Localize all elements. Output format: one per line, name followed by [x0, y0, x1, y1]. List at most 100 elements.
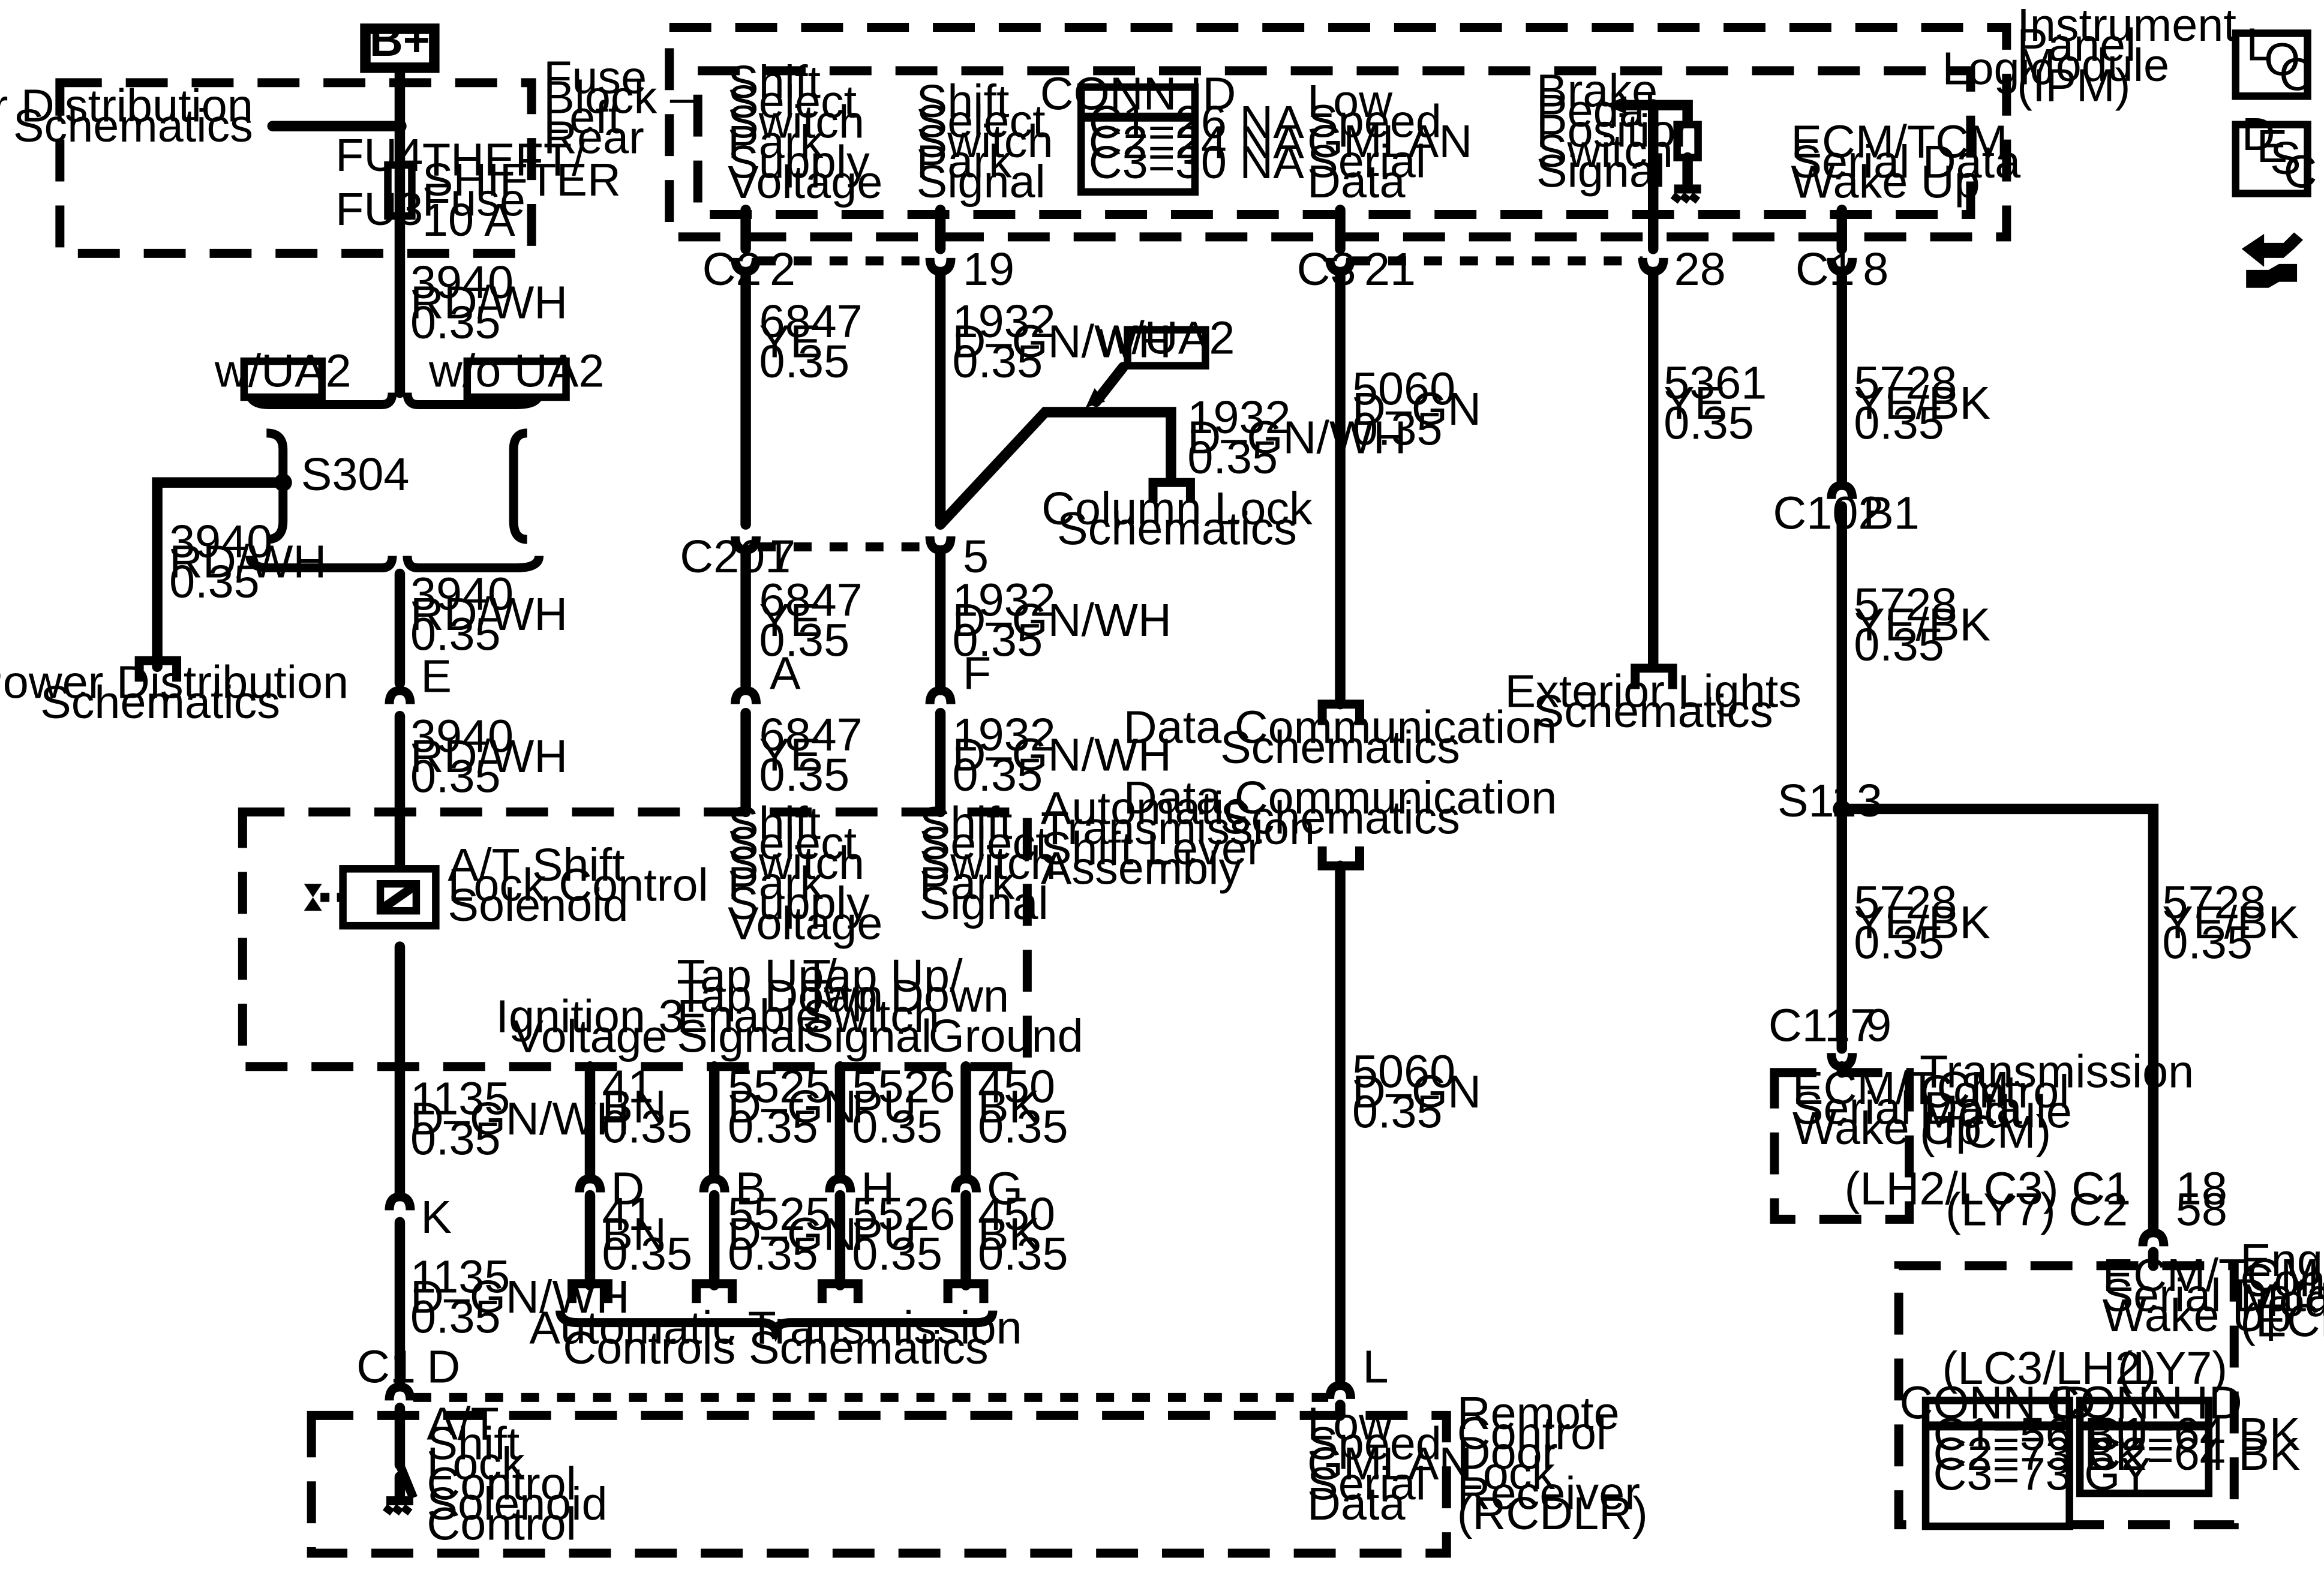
ipm-gmlan-label-line: GMLAN: [1307, 116, 1472, 167]
tap-enable-label-line: Tap Up/: [677, 950, 837, 1002]
wo-ua2-box: [463, 357, 570, 401]
ipm-title-line: (IPM): [2017, 59, 2130, 111]
fuse-block-label-line: Block –: [544, 72, 696, 124]
wire-450-label-2-line: BK: [978, 1208, 1040, 1260]
ecm-signal-label-line: Serial Data: [2103, 1270, 2324, 1322]
rcdlr-title-line: Lock: [1457, 1448, 1556, 1499]
wire-6847-label-3-line: 6847: [759, 709, 863, 761]
ipm-title-line: Panel: [2017, 19, 2136, 71]
wire-5525-label-line: 5525: [728, 1061, 831, 1113]
ecm-conn-id-ly7-box: [2076, 1397, 2213, 1497]
ground-label: Ground: [929, 1010, 1083, 1062]
wire-6847-label-line: YE: [759, 316, 821, 368]
ipm-brake-label-line: Pedal: [1536, 85, 1655, 137]
ipm-shift-park-label-line: Switch: [917, 116, 1053, 167]
ipm-title-line: Instrument: [2017, 0, 2236, 51]
atsla-supply-label-line: Shift: [728, 797, 821, 849]
wire-5728-label-4-line: 0.35: [2162, 917, 2253, 969]
svg-text:C: C: [2279, 49, 2313, 100]
pin-b-label: B: [735, 1163, 767, 1214]
ipm-shift-supply-label-line: Park: [728, 116, 823, 168]
wire-3940-label-line: 3940: [410, 257, 514, 308]
rcdlr-gmlan-label-line: Data: [1307, 1478, 1406, 1530]
wire-5526-label-2-line: PU: [852, 1208, 917, 1260]
wire-1932-label-3-line: D–GN/WH: [953, 595, 1172, 646]
wire-3940-label-4-line: RD/WH: [410, 731, 568, 782]
fuse-name-label-line: 10 A: [422, 194, 515, 246]
power-distribution-label-line: Schematics: [13, 100, 253, 152]
rcdlr-title-line: Remote: [1457, 1388, 1620, 1439]
atsla-park-label-line: Select: [920, 818, 1049, 869]
atsla-park-label-line: Signal: [920, 878, 1049, 929]
rcdlr-gmlan-label-line: Low: [1307, 1398, 1393, 1449]
data-comm-label-2-line: Data Communication: [1124, 772, 1557, 824]
wire-450-label-line: BK: [978, 1081, 1040, 1133]
wire-1932-label-4-line: D–GN/WH: [953, 730, 1172, 781]
tcm-signal-label-line: Wake Up: [1792, 1103, 1981, 1154]
wire-1135-label-2-line: 0.35: [410, 1292, 501, 1343]
wire-1932-label-3-line: 0.35: [953, 614, 1043, 666]
s113-label: S113: [1777, 775, 1882, 827]
wire-6847-label-2-line: 0.35: [759, 614, 850, 666]
desc-icon[interactable]: D E S C: [2232, 109, 2317, 198]
ipm-brake-label-line: Brake: [1536, 65, 1658, 117]
c3-label: C3: [1297, 244, 1356, 295]
wire-5728-label-line: 0.35: [1854, 397, 1944, 449]
atsla-title-line: Shift Lever: [1041, 822, 1263, 874]
rcdlr-solenoid-label-line: Shift: [427, 1418, 520, 1470]
ecm-lc3-values-line: C3=73 GY: [1933, 1449, 2151, 1500]
rcdlr-solenoid-label-line: Control: [427, 1458, 576, 1510]
rcdlr-title-line: Receiver: [1457, 1468, 1640, 1520]
wire-1932-label-line: D–GN/WH: [953, 316, 1172, 368]
b1-label: B1: [1863, 488, 1920, 539]
pin-d-label: D: [427, 1341, 460, 1392]
wo-ua2-label: w/o UA2: [428, 346, 604, 397]
ecm-lc3-values-line: C1=56 BU: [1933, 1409, 2149, 1460]
wire-41-label-line: 0.35: [602, 1101, 692, 1153]
ecm-ly7-title: (LY7): [2118, 1343, 2227, 1394]
wire-5728-label-2-line: 0.35: [1854, 619, 1944, 671]
atsla-supply-label-line: Select: [728, 818, 857, 869]
wire-5525-label-2-line: D–GN: [728, 1208, 857, 1260]
atsla-title-line: Automatic: [1041, 782, 1247, 834]
wire-5728-label-2-line: YE/BK: [1854, 599, 1990, 650]
wire-41-label-2-line: 0.35: [602, 1229, 692, 1280]
ipm-gmlan-label-line: Low: [1307, 76, 1393, 127]
pin-18-label: 18: [2176, 1163, 2227, 1214]
wire-6847-label-line: 0.35: [759, 336, 850, 388]
ipm-conn-id-values-line: C2=24 NA: [1089, 117, 1305, 169]
pin-a-label: A: [770, 648, 801, 700]
exterior-lights-label-line: Exterior Lights: [1505, 666, 1801, 718]
pin-g-label: G: [987, 1163, 1023, 1214]
wire-5525-label-2-line: 0.35: [728, 1229, 818, 1280]
wire-5060-label-2-line: 0.35: [1352, 1086, 1443, 1138]
tap-enable-label-line: Tap Down: [677, 970, 883, 1022]
ipm-shift-park-label-line: Signal: [917, 156, 1046, 208]
pin-28-label: 28: [1674, 244, 1726, 295]
pin-f-label: F: [963, 648, 991, 700]
ecm-title-line: Engine: [2240, 1235, 2324, 1286]
fu3-label: FU3: [335, 184, 423, 235]
wire-1135-label-line: D–GN/WH: [410, 1093, 629, 1145]
ipm-conn-id-box: [1077, 83, 1199, 196]
navigation-hand-icon[interactable]: [2241, 232, 2304, 288]
atsla-supply-label-line: Voltage: [728, 898, 882, 950]
loc-icon[interactable]: L O C: [2232, 19, 2313, 100]
wire-5728-label-line: YE/BK: [1854, 377, 1990, 429]
ipm-c1-label: C1: [1795, 244, 1855, 295]
wire-1932-label-2-line: 0.35: [1187, 432, 1278, 484]
solenoid-label-line: Lock Control: [448, 860, 708, 911]
ecm-conn-id-title: CONN ID: [1899, 1377, 2095, 1428]
tcm-title-line: Control: [1920, 1066, 2069, 1118]
power-distribution-label-2-line: Power Distribution: [0, 657, 349, 709]
wire-5060-label-line: 5060: [1352, 363, 1455, 415]
rcdlr-solenoid-label-line: Solenoid: [427, 1478, 607, 1530]
power-distribution-label-line: Power Distribution: [0, 80, 253, 132]
solenoid-label-line: Solenoid: [448, 879, 628, 931]
wire-1932-label-line: 1932: [953, 296, 1056, 347]
wire-3940-label-2-line: RD/WH: [169, 536, 326, 588]
tcm-title-line: Module: [1920, 1086, 2072, 1138]
ipm-brake-label-line: Signal: [1536, 146, 1665, 197]
wire-5728-label-3-line: 5728: [1854, 877, 1957, 929]
s304-label: S304: [301, 449, 410, 500]
